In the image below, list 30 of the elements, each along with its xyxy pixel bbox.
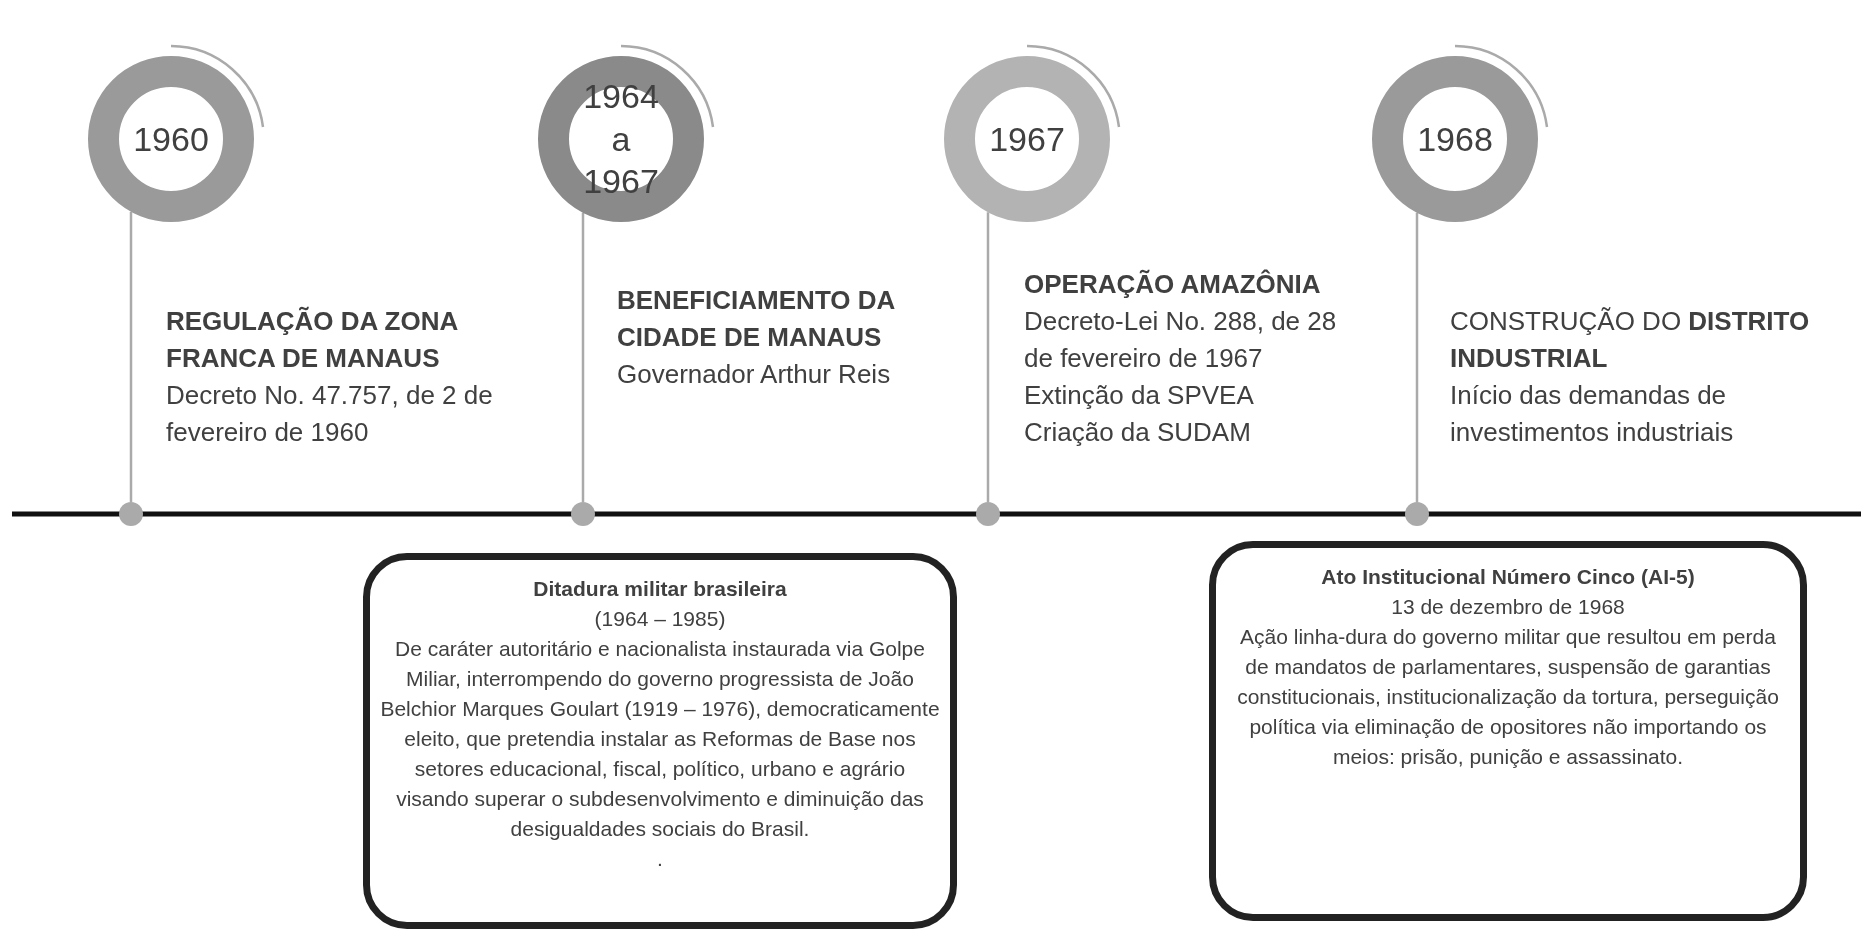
connector-line <box>986 212 990 502</box>
event-description: Governador Arthur Reis <box>617 358 892 391</box>
event-title: REGULAÇÃO DA ZONA FRANCA DE MANAUS <box>166 305 459 375</box>
event-title: CONSTRUÇÃO DO DISTRITO INDUSTRIAL <box>1450 305 1810 375</box>
note-title: Ato Institucional Número Cinco (AI-5) <box>1320 564 1696 590</box>
event-description: Extinção da SPVEA <box>1024 379 1255 412</box>
event-description: Decreto No. 47.757, de 2 de fevereiro de 1960 <box>166 379 494 449</box>
timeline-dot <box>976 502 1000 526</box>
event-description: Decreto-Lei No. 288, de 28 de fevereiro de 1967 <box>1024 305 1338 375</box>
note-card <box>1209 541 1807 921</box>
year-circle: 1967 <box>944 56 1110 222</box>
connector-line <box>129 211 133 502</box>
event-description: Criação da SUDAM <box>1024 416 1252 449</box>
note-date: 13 de dezembro de 1968 <box>1390 594 1626 620</box>
timeline-dot <box>571 502 595 526</box>
note-text: De caráter autoritário e nacionalista instaurada via Golpe Miliar, interrompendo do governo progressista de João Belchior Marques Goulart (1919 – 1976), democraticamente eleito, que pretendia instalar as Reformas de Base nos setores educacional, fiscal, político, urbano e agrário visando superar o subdesenvolvimento e diminuição das desigualdades sociais do Brasil. <box>380 636 940 842</box>
event-description: Início das demandas de investimentos industriais <box>1450 379 1735 449</box>
event-title: OPERAÇÃO AMAZÔNIA <box>1024 268 1322 301</box>
note-date: (1964 – 1985) <box>593 606 727 632</box>
note-text: Ação linha-dura do governo militar que resultou em perda de mandatos de parlamentares, suspensão de garantias constitucionais, institucionalização da tortura, perseguição política via eliminação de opositores não importando os meios: prisão, punição e assassinato. <box>1236 624 1780 770</box>
connector-line <box>1415 212 1419 502</box>
note-text: . <box>656 846 664 872</box>
note-card <box>363 553 957 929</box>
year-circle: 1960 <box>88 56 254 222</box>
note-title: Ditadura militar brasileira <box>532 576 788 602</box>
year-circle: 1968 <box>1372 56 1538 222</box>
timeline-dot <box>119 502 143 526</box>
connector-line <box>581 212 585 502</box>
timeline-dot <box>1405 502 1429 526</box>
event-title: BENEFICIAMENTO DA CIDADE DE MANAUS <box>617 284 896 354</box>
